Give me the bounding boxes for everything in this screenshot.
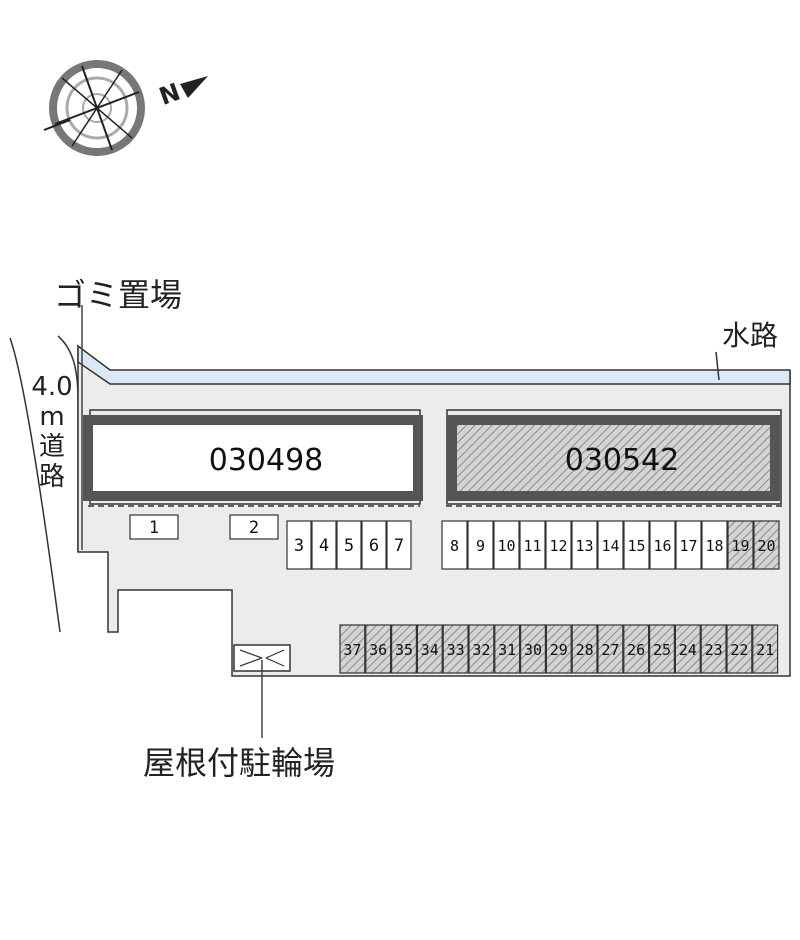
parking-space-12 <box>545 520 572 570</box>
parking-space-27 <box>597 624 624 674</box>
parking-number-27: 27 <box>601 641 619 659</box>
parking-number-4: 4 <box>319 536 329 556</box>
waterway-label: 水路 <box>722 319 779 352</box>
parking-space-4 <box>311 520 337 570</box>
parking-space-13 <box>571 520 598 570</box>
parking-number-31: 31 <box>498 641 516 659</box>
parking-number-12: 12 <box>549 537 567 555</box>
parking-number-34: 34 <box>421 641 439 659</box>
parking-space-6 <box>361 520 387 570</box>
parking-number-30: 30 <box>524 641 542 659</box>
parking-number-36: 36 <box>369 641 387 659</box>
parking-space-32 <box>468 624 495 674</box>
parking-number-21: 21 <box>756 641 774 659</box>
parking-number-24: 24 <box>679 641 697 659</box>
parking-number-33: 33 <box>447 641 465 659</box>
parking-space-26 <box>623 624 650 674</box>
parking-space-1 <box>129 514 179 540</box>
parking-space-30 <box>519 624 546 674</box>
building-id-030542: 030542 <box>565 443 680 478</box>
parking-number-8: 8 <box>450 537 459 555</box>
bicycle-shelter-label: 屋根付駐輪場 <box>143 744 336 782</box>
parking-space-36 <box>365 624 392 674</box>
parking-space-29 <box>545 624 572 674</box>
parking-number-13: 13 <box>575 537 593 555</box>
parking-space-37 <box>339 624 366 674</box>
parking-number-2: 2 <box>249 518 259 538</box>
parking-space-21 <box>752 624 779 674</box>
parking-number-23: 23 <box>705 641 723 659</box>
parking-number-1: 1 <box>149 518 159 538</box>
parking-number-22: 22 <box>730 641 748 659</box>
building-030498: 030498 <box>83 409 423 507</box>
building-030542: 030542 <box>446 409 782 507</box>
parking-space-7 <box>386 520 412 570</box>
parking-space-15 <box>623 520 650 570</box>
parking-space-19 <box>727 520 754 570</box>
waterway-leader <box>715 351 720 381</box>
parking-space-20 <box>753 520 780 570</box>
parking-space-8 <box>441 520 468 570</box>
compass-icon <box>43 60 208 156</box>
parking-space-34 <box>416 624 443 674</box>
parking-number-17: 17 <box>679 537 697 555</box>
parking-space-23 <box>700 624 727 674</box>
garbage-area-label: ゴミ置場 <box>54 276 183 314</box>
parking-space-2 <box>229 514 279 540</box>
parking-number-6: 6 <box>369 536 379 556</box>
parking-space-10 <box>493 520 520 570</box>
parking-number-32: 32 <box>472 641 490 659</box>
parking-space-33 <box>442 624 469 674</box>
road-char-1: 道 <box>38 432 65 462</box>
parking-space-14 <box>597 520 624 570</box>
parking-number-35: 35 <box>395 641 413 659</box>
parking-number-28: 28 <box>576 641 594 659</box>
parking-space-28 <box>571 624 598 674</box>
parking-space-24 <box>674 624 701 674</box>
road-char-2: 路 <box>38 462 65 492</box>
parking-number-37: 37 <box>343 641 361 659</box>
parking-number-3: 3 <box>294 536 304 556</box>
parking-number-20: 20 <box>757 537 775 555</box>
waterway <box>77 344 791 385</box>
parking-space-5 <box>336 520 362 570</box>
parking-number-25: 25 <box>653 641 671 659</box>
parking-space-9 <box>467 520 494 570</box>
parking-space-17 <box>675 520 702 570</box>
parking-number-11: 11 <box>523 537 541 555</box>
parking-space-18 <box>701 520 728 570</box>
north-label: N <box>156 78 184 111</box>
parking-number-29: 29 <box>550 641 568 659</box>
parking-space-31 <box>494 624 521 674</box>
parking-space-22 <box>726 624 753 674</box>
road-label: 4.0 m 道 路 <box>30 372 74 492</box>
parking-space-35 <box>391 624 418 674</box>
parking-number-16: 16 <box>653 537 671 555</box>
road-edge-west <box>9 337 61 633</box>
building-id-030498: 030498 <box>209 443 324 478</box>
parking-space-25 <box>648 624 675 674</box>
parking-space-11 <box>519 520 546 570</box>
parking-row-21-37: 37 36 35 34 33 32 31 30 29 28 27 26 25 24 23 22 21 <box>339 624 779 674</box>
road-width: 4.0 <box>31 372 73 402</box>
road-unit: m <box>39 402 65 432</box>
parking-number-5: 5 <box>344 536 354 556</box>
parking-number-14: 14 <box>601 537 619 555</box>
parking-space-3 <box>286 520 312 570</box>
parking-number-7: 7 <box>394 536 404 556</box>
parking-number-9: 9 <box>476 537 485 555</box>
parking-number-19: 19 <box>731 537 749 555</box>
parking-space-16 <box>649 520 676 570</box>
parking-number-10: 10 <box>497 537 515 555</box>
parking-number-18: 18 <box>705 537 723 555</box>
parking-number-15: 15 <box>627 537 645 555</box>
parking-number-26: 26 <box>627 641 645 659</box>
